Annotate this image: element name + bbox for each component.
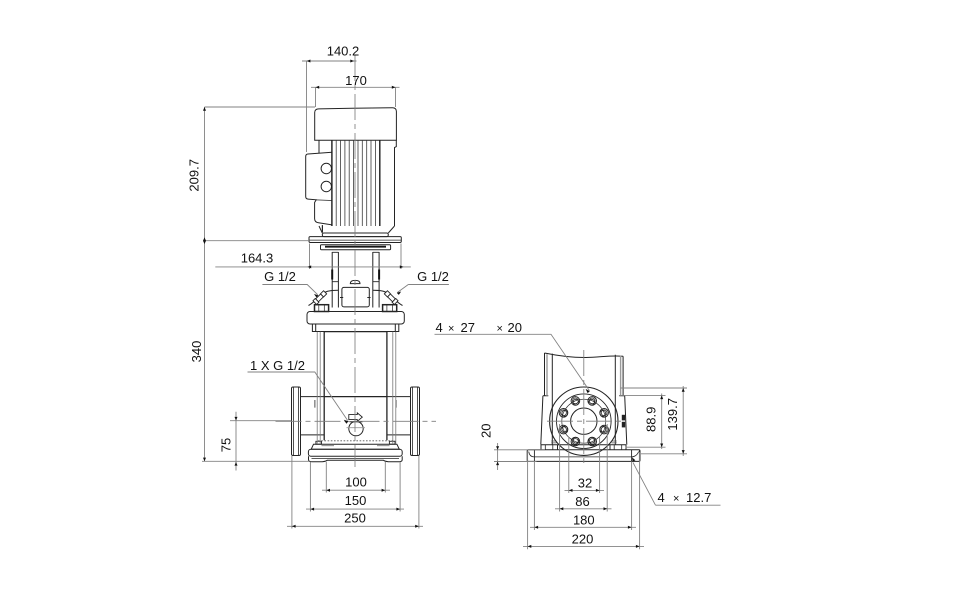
svg-text:×: ×: [673, 493, 679, 505]
svg-text:139.7: 139.7: [665, 398, 680, 431]
svg-text:4: 4: [658, 490, 665, 505]
svg-text:164.3: 164.3: [241, 251, 274, 266]
svg-text:170: 170: [345, 73, 367, 88]
svg-text:220: 220: [572, 532, 594, 547]
svg-text:1 X G 1/2: 1 X G 1/2: [250, 358, 305, 373]
svg-text:209.7: 209.7: [187, 159, 202, 192]
svg-text:×: ×: [448, 323, 454, 335]
svg-text:75: 75: [219, 438, 234, 452]
svg-text:340: 340: [189, 341, 204, 363]
svg-text:180: 180: [573, 512, 595, 527]
svg-text:12.7: 12.7: [686, 490, 711, 505]
svg-text:G 1/2: G 1/2: [417, 269, 449, 284]
svg-text:20: 20: [478, 424, 493, 438]
svg-text:150: 150: [345, 493, 367, 508]
svg-text:32: 32: [578, 476, 592, 491]
svg-text:140.2: 140.2: [327, 44, 360, 59]
svg-text:×: ×: [497, 323, 503, 335]
svg-text:G 1/2: G 1/2: [264, 269, 296, 284]
svg-text:86: 86: [575, 494, 589, 509]
svg-text:4: 4: [436, 320, 443, 335]
svg-text:100: 100: [345, 474, 367, 489]
svg-text:20: 20: [508, 320, 522, 335]
svg-text:88.9: 88.9: [644, 407, 659, 432]
svg-text:250: 250: [344, 511, 366, 526]
svg-text:27: 27: [461, 320, 475, 335]
